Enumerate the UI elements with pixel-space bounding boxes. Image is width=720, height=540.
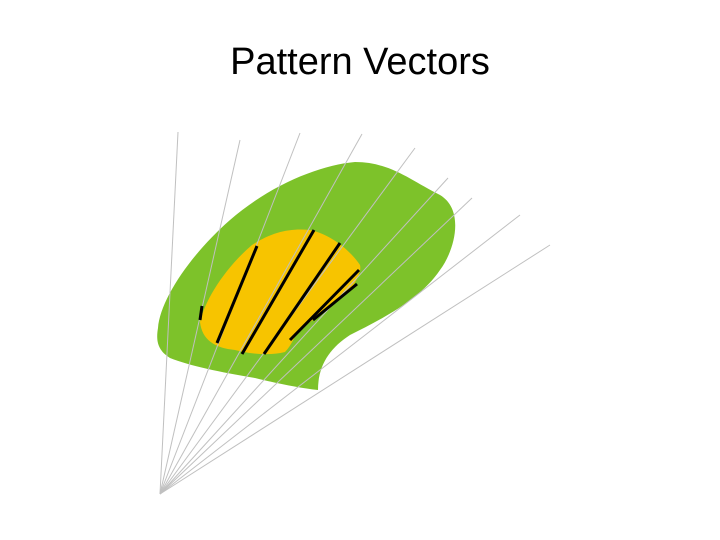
ray-line bbox=[159, 131, 179, 495]
pattern-vector bbox=[198, 305, 204, 321]
ray-line bbox=[159, 133, 363, 495]
pattern-vector-lines bbox=[198, 229, 361, 355]
inner-region bbox=[200, 229, 361, 355]
slide-title: Pattern Vectors bbox=[230, 41, 490, 83]
pattern-vector bbox=[288, 268, 361, 342]
ray-line bbox=[159, 214, 521, 495]
pattern-vector bbox=[215, 245, 259, 344]
pattern-vector bbox=[312, 282, 358, 322]
pattern-vector bbox=[240, 229, 316, 355]
pattern-vector bbox=[262, 242, 342, 355]
ray-line bbox=[159, 197, 473, 495]
ray-line bbox=[159, 177, 449, 495]
ray-line bbox=[159, 244, 551, 495]
